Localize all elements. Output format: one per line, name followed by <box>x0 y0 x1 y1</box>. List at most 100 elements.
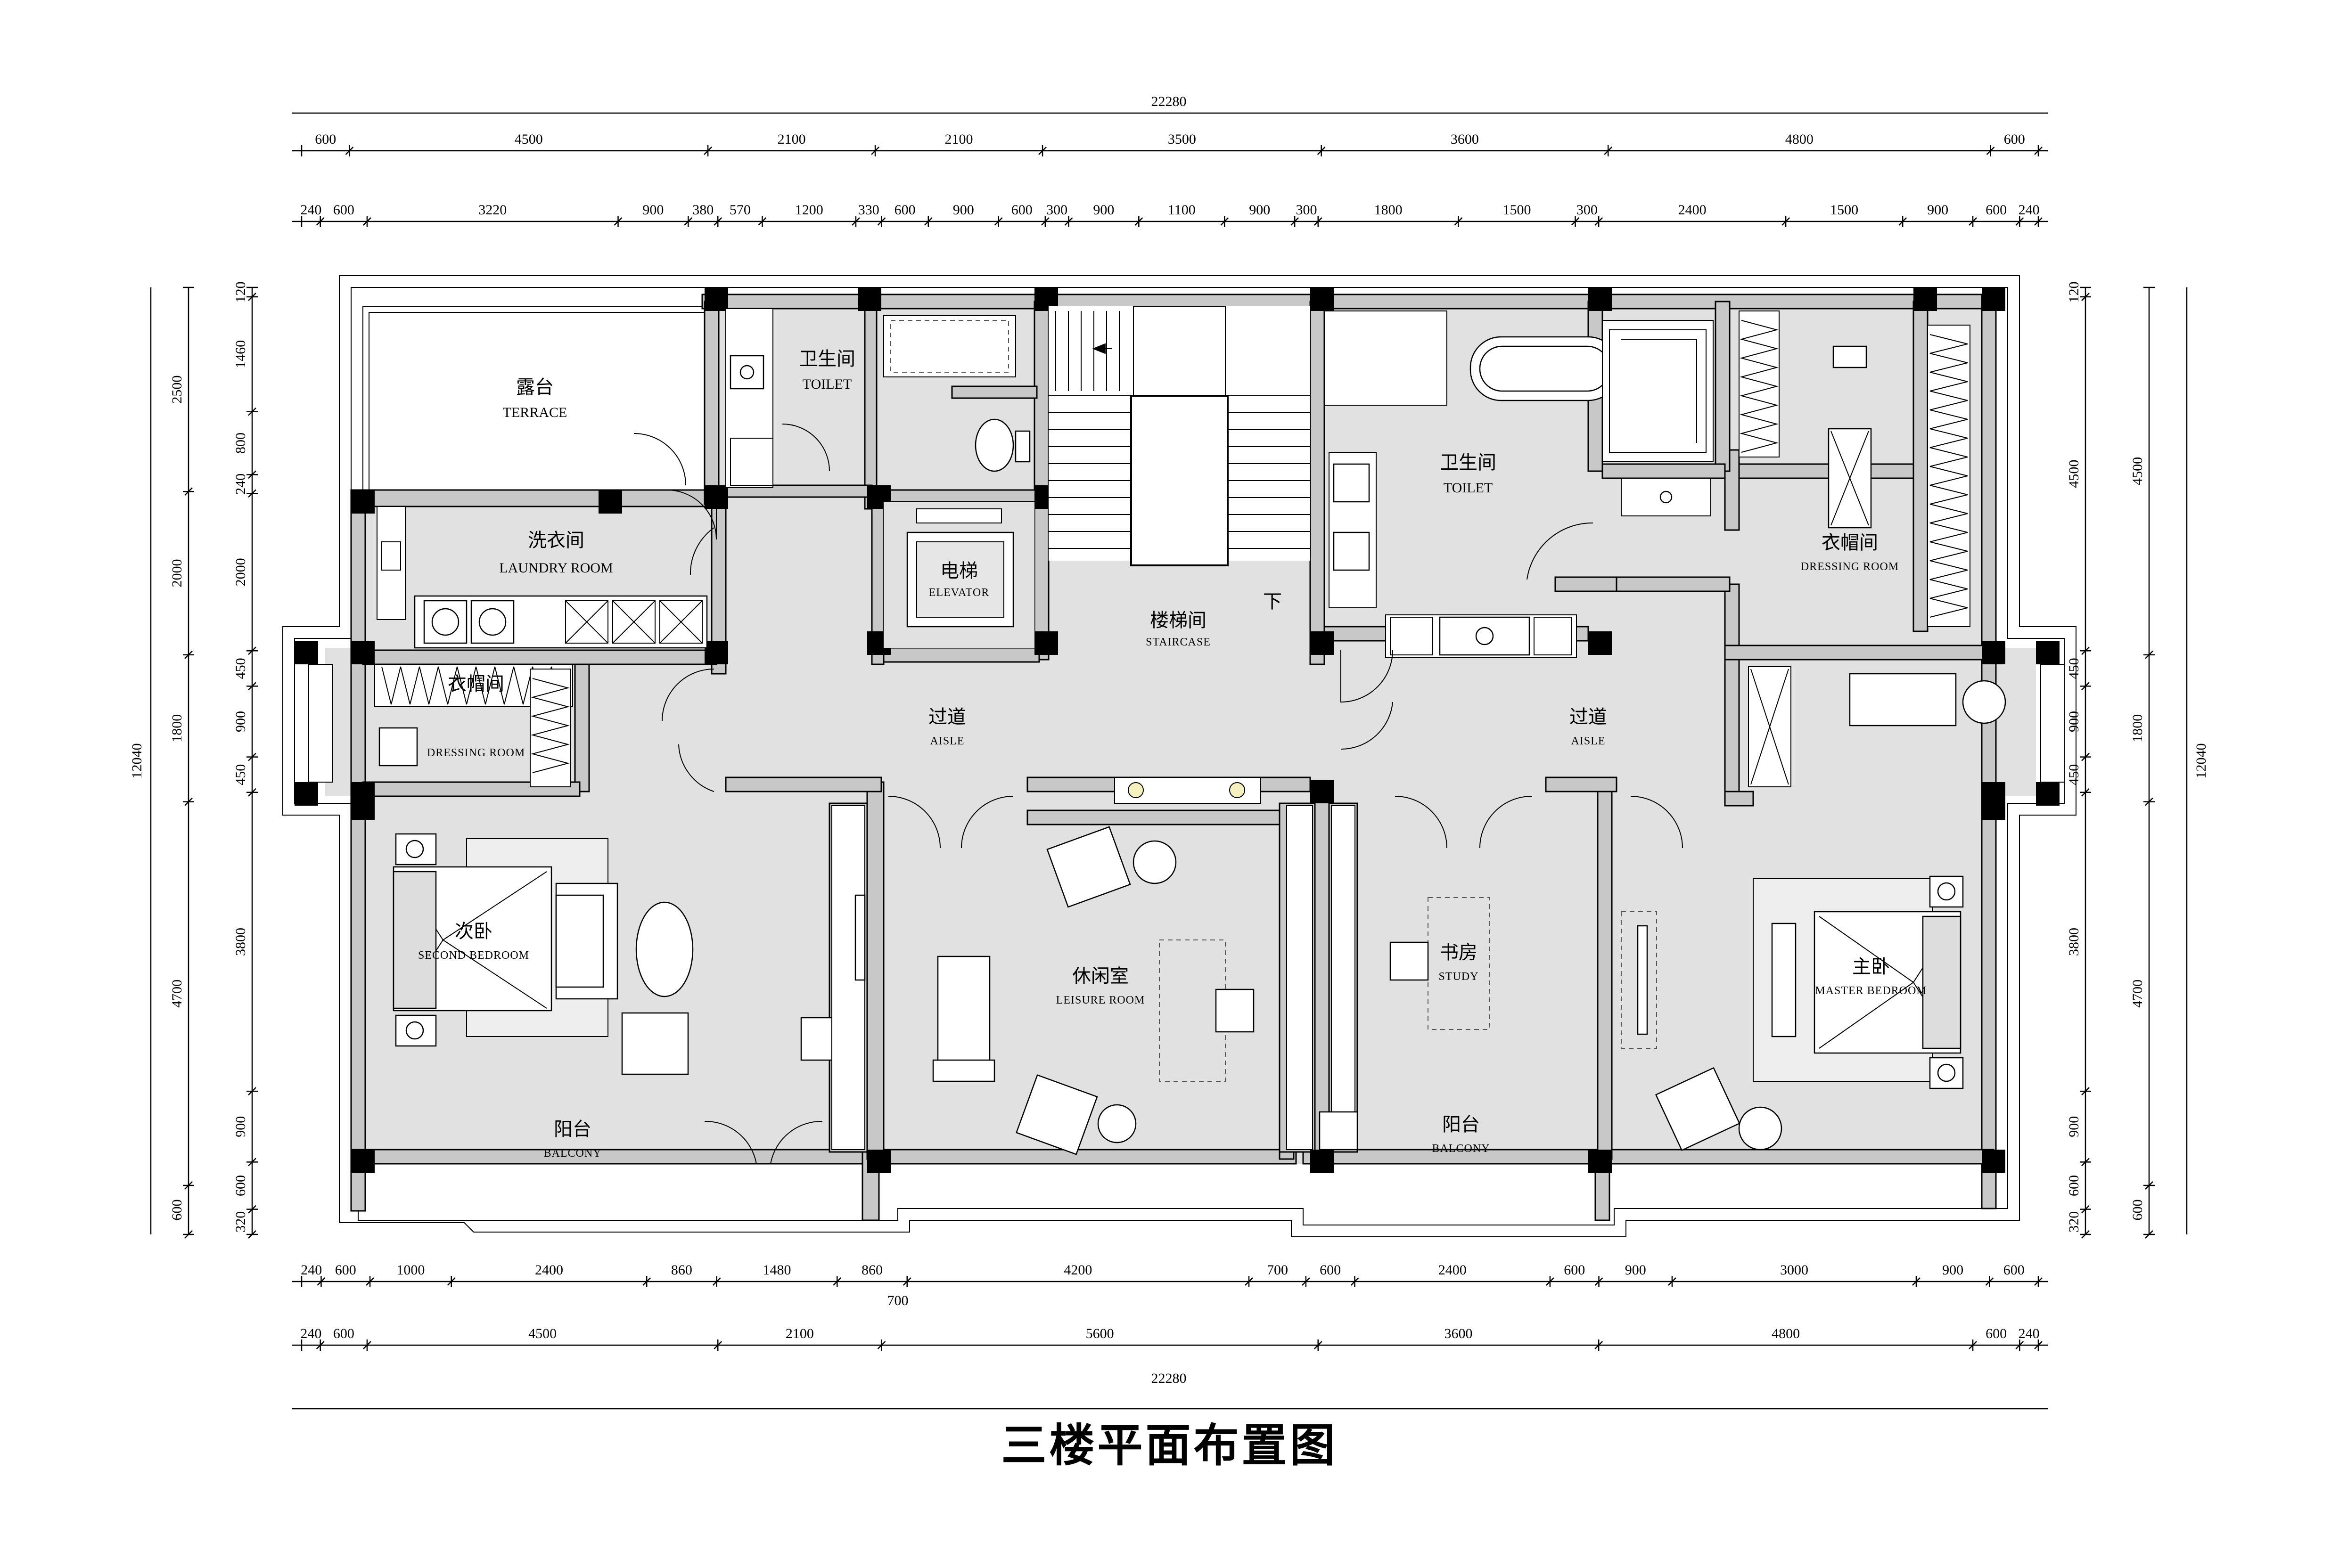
column <box>351 1150 375 1173</box>
dim-top-row2-0: 240 <box>300 202 321 218</box>
dim-right-inner-3: 900 <box>2066 711 2082 732</box>
dim-left-inner-1: 1460 <box>233 340 248 368</box>
label-dressing-b-en: DRESSING ROOM <box>1801 561 1899 573</box>
label-elevator-en: ELEVATOR <box>929 587 989 599</box>
dim-bottom-row2-2: 4500 <box>528 1326 557 1341</box>
dim-top-row2-12: 900 <box>1093 202 1114 218</box>
label-balcony-b-cn: 阳台 <box>1442 1114 1480 1135</box>
dim-right-inner-7: 600 <box>2066 1175 2082 1196</box>
dim-left-inner-6: 900 <box>233 711 248 732</box>
label-second-bedroom-en: SECOND BEDROOM <box>418 949 529 962</box>
label-leisure-en: LEISURE ROOM <box>1056 994 1145 1006</box>
dim-bottom-row1-2: 1000 <box>396 1262 425 1278</box>
dim-left-outer-3: 4700 <box>169 980 185 1008</box>
dim-right-outer-3: 600 <box>2130 1200 2145 1221</box>
staircase-steps <box>1049 306 1310 566</box>
dim-top-row2-21: 900 <box>1927 202 1948 218</box>
elevator-car <box>884 502 1034 648</box>
dim-bottom-row1-9: 600 <box>1320 1262 1341 1278</box>
dim-bottom-row2-0: 240 <box>300 1326 321 1341</box>
dim-bottom-row1-3: 2400 <box>535 1262 563 1278</box>
column <box>1982 796 2005 820</box>
dim-bottom-row1-6: 860 <box>862 1262 883 1278</box>
dim-bottom-mid: 700 <box>887 1293 909 1308</box>
column <box>2036 782 2060 806</box>
dim-bottom-row1-14: 900 <box>1942 1262 1963 1278</box>
second-bedroom-furniture <box>393 805 866 1150</box>
dim-top-row1-0: 600 <box>315 131 336 147</box>
dim-bottom-row1-12: 900 <box>1625 1262 1646 1278</box>
dim-right-total: 12040 <box>2193 743 2209 779</box>
column <box>1034 631 1058 655</box>
dim-right-outer-1: 1800 <box>2130 714 2145 743</box>
dim-bottom-row2-1: 600 <box>333 1326 354 1341</box>
column <box>1913 287 1937 311</box>
dim-left-total: 12040 <box>129 743 145 779</box>
dim-top-row2-11: 300 <box>1046 202 1067 218</box>
label-toilet-a-en: TOILET <box>803 376 852 392</box>
label-laundry-cn: 洗衣间 <box>528 530 584 551</box>
label-master-bedroom-cn: 主卧 <box>1852 956 1890 977</box>
label-balcony-a-en: BALCONY <box>543 1147 601 1160</box>
dim-left-inner-5: 450 <box>233 658 248 679</box>
column <box>867 1150 891 1173</box>
label-leisure-cn: 休闲室 <box>1072 965 1129 987</box>
dim-bottom-row2-4: 5600 <box>1086 1326 1114 1341</box>
dim-right-outer-0: 4500 <box>2130 457 2145 485</box>
label-dressing-a-cn: 衣帽间 <box>448 673 504 694</box>
dim-left-inner-8: 3800 <box>233 928 248 956</box>
label-master-bedroom-en: MASTER BEDROOM <box>1815 985 1927 997</box>
toilet-a-fixtures <box>725 308 1031 488</box>
dim-top-row2-16: 1800 <box>1374 202 1403 218</box>
dim-top-row2-9: 900 <box>953 202 974 218</box>
column <box>2036 641 2060 664</box>
label-aisle-b-cn: 过道 <box>1569 706 1607 727</box>
label-terrace-en: TERRACE <box>503 405 567 420</box>
column <box>351 641 375 664</box>
dim-right-inner-0: 120 <box>2066 282 2082 303</box>
dim-top-row2-18: 300 <box>1576 202 1598 218</box>
dim-top-row2-23: 240 <box>2019 202 2040 218</box>
column <box>599 490 622 514</box>
label-toilet-b-cn: 卫生间 <box>1440 452 1496 473</box>
label-toilet-b-en: TOILET <box>1444 480 1493 496</box>
label-terrace-cn: 露台 <box>516 376 554 398</box>
dim-bottom-row2-3: 2100 <box>786 1326 814 1341</box>
dim-top-row1-1: 4500 <box>515 131 543 147</box>
label-study-en: STUDY <box>1438 971 1478 983</box>
dim-bottom-row2-6: 4800 <box>1772 1326 1800 1341</box>
laundry-fixtures <box>377 506 708 649</box>
column <box>1310 1150 1334 1173</box>
column <box>858 287 881 311</box>
label-second-bedroom-cn: 次卧 <box>455 921 492 942</box>
study-furniture <box>1319 805 1490 1151</box>
dim-left-outer-0: 2500 <box>169 376 185 404</box>
dim-right-inner-1: 4500 <box>2066 460 2082 488</box>
column <box>1982 1150 2005 1173</box>
dim-right-inner-6: 900 <box>2066 1116 2082 1137</box>
dim-left-inner-7: 450 <box>233 764 248 785</box>
master-bedroom-furniture <box>1621 875 1964 1152</box>
dressing-a-fixtures <box>308 664 2065 787</box>
dim-bottom-total: 22280 <box>1151 1371 1187 1386</box>
dim-bottom-row2-7: 600 <box>1986 1326 2007 1341</box>
column <box>1588 631 1612 655</box>
column <box>351 490 375 514</box>
dim-left-inner-0: 120 <box>233 282 248 303</box>
dim-bottom-row1-15: 600 <box>2003 1262 2025 1278</box>
dim-top-row2-22: 600 <box>1986 202 2007 218</box>
doors <box>633 424 1683 1164</box>
dressing-b-fixtures <box>1739 310 2006 787</box>
dim-bottom-row1-13: 3000 <box>1780 1262 1808 1278</box>
label-aisle-b-en: AISLE <box>1571 735 1606 747</box>
column <box>1310 287 1334 311</box>
label-dressing-a-en: DRESSING ROOM <box>427 747 525 759</box>
column <box>705 287 728 311</box>
dim-top-row2-2: 3220 <box>478 202 507 218</box>
label-balcony-b-en: BALCONY <box>1432 1143 1490 1155</box>
column <box>1588 1150 1612 1173</box>
toilet-b-fixtures <box>1324 310 1714 658</box>
